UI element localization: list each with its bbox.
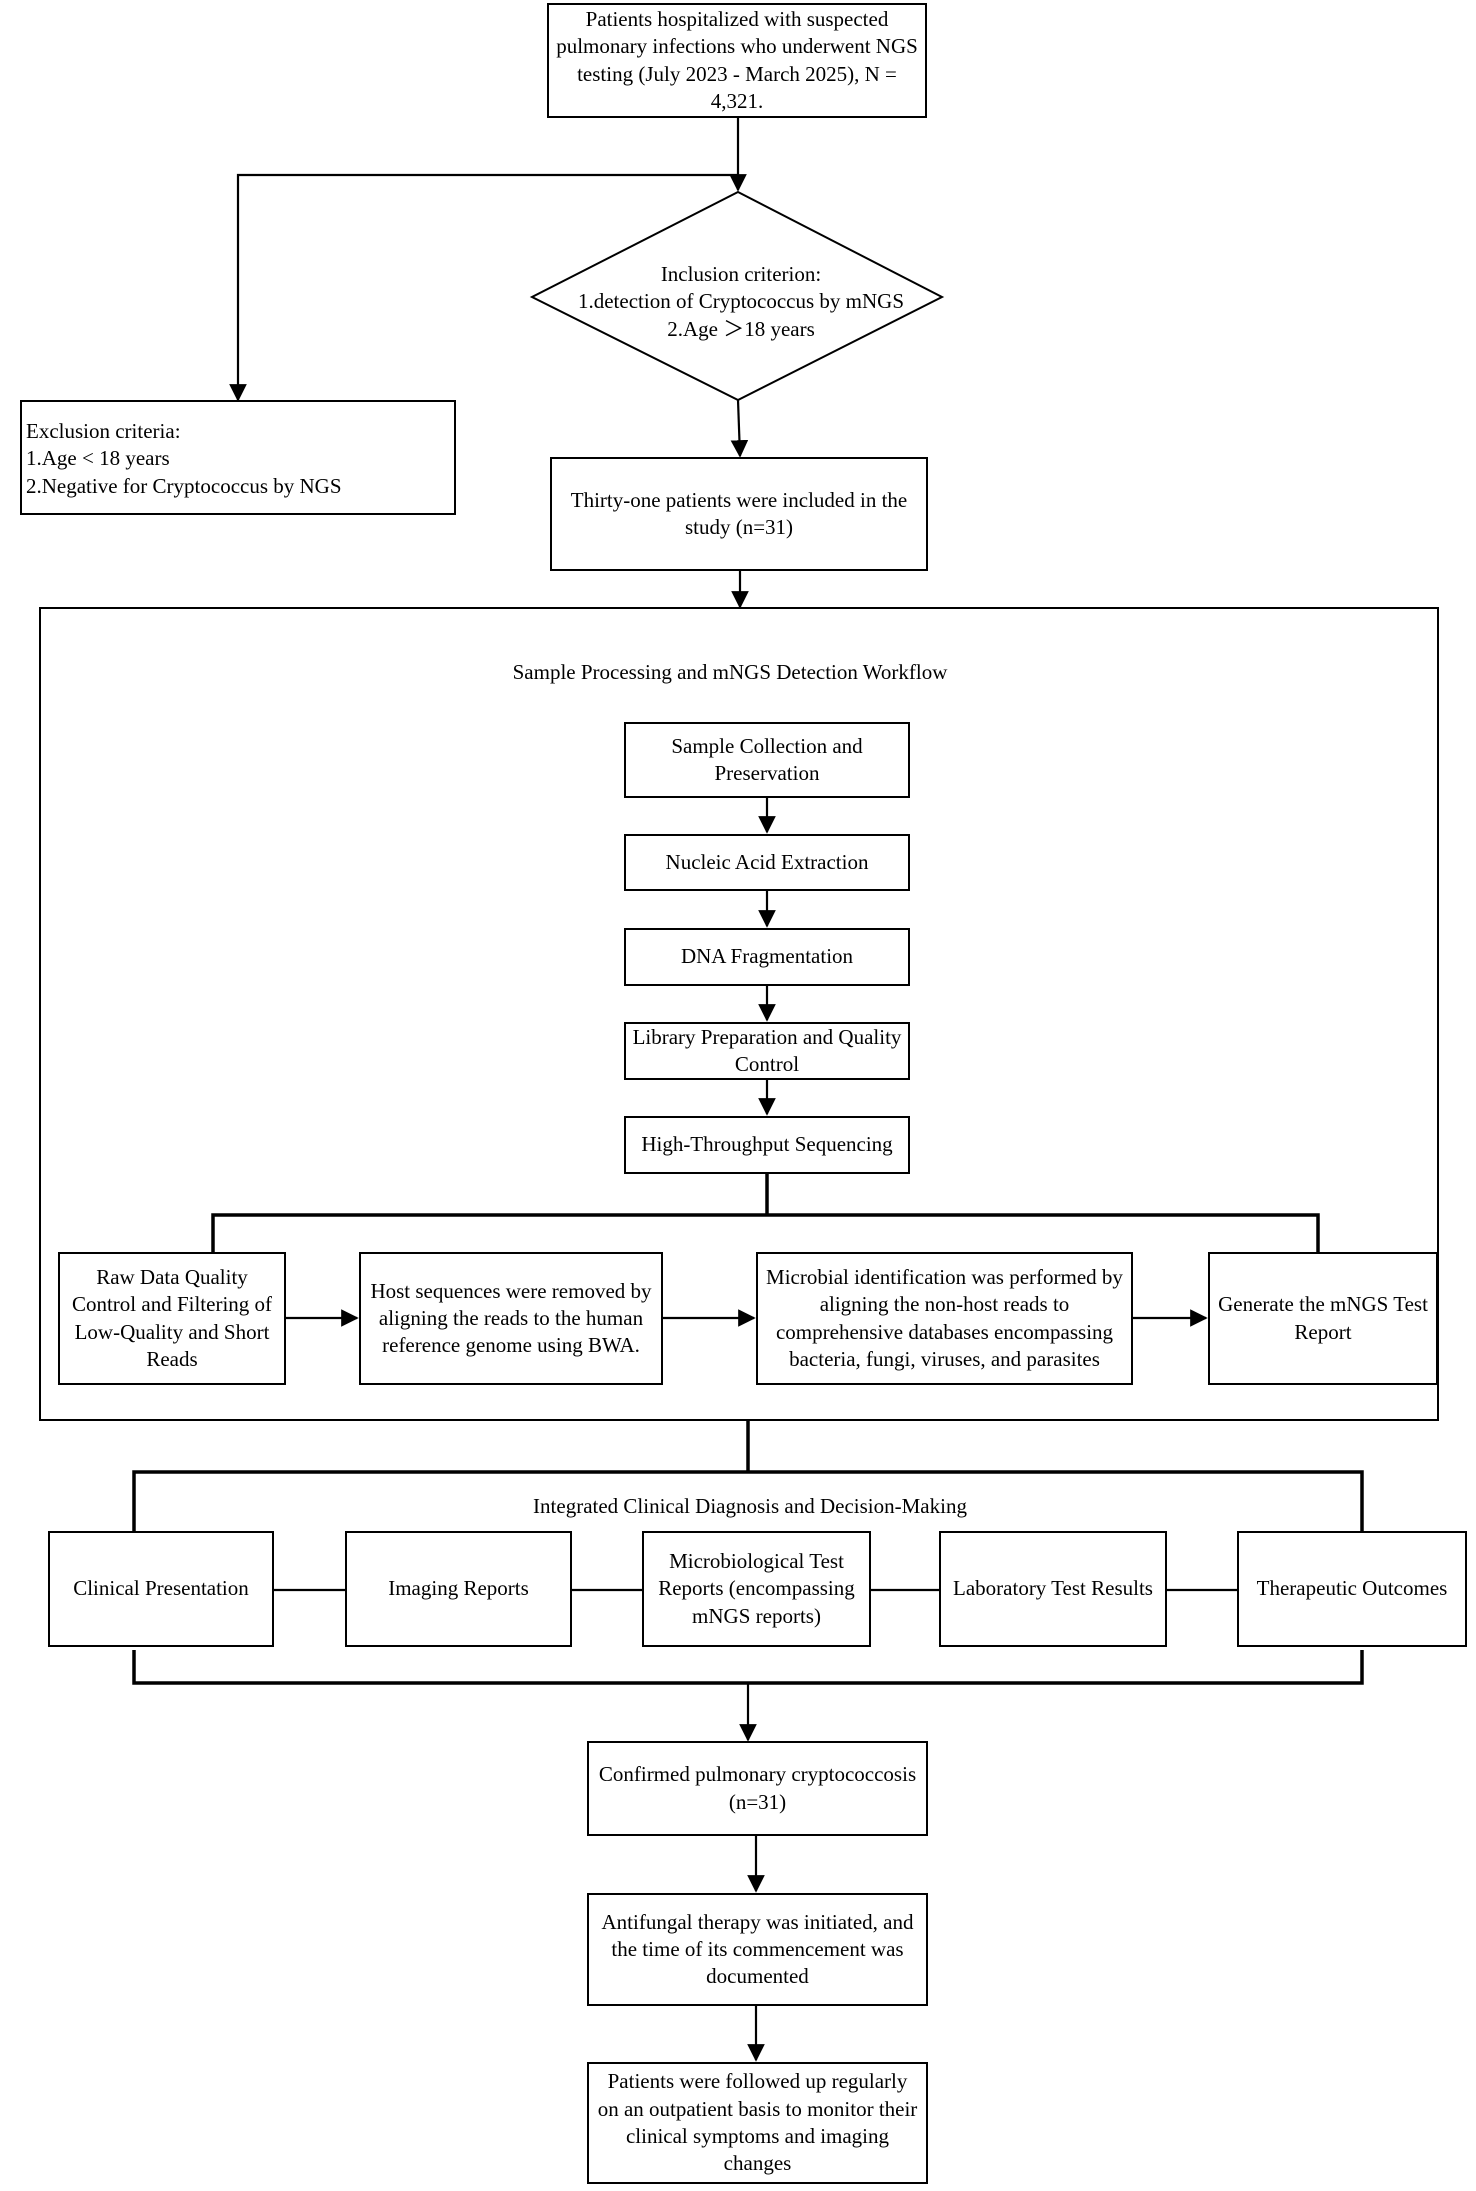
confirmed-text: Confirmed pulmonary cryptococcosis (n=31… bbox=[598, 1762, 917, 1814]
antifungal-box: Antifungal therapy was initiated, and th… bbox=[587, 1893, 928, 2006]
sequencing-text: High-Throughput Sequencing bbox=[641, 1132, 893, 1157]
inclusion-criterion-text: Inclusion criterion: 1.detection of Cryp… bbox=[577, 262, 905, 341]
exclusion-criteria-text: Exclusion criteria: 1.Age < 18 years 2.N… bbox=[26, 419, 342, 498]
dna-fragmentation-text: DNA Fragmentation bbox=[680, 944, 854, 969]
nucleic-acid-extraction-box: Nucleic Acid Extraction bbox=[624, 834, 910, 891]
microbial-identification-box: Microbial identification was performed b… bbox=[756, 1252, 1133, 1385]
antifungal-text: Antifungal therapy was initiated, and th… bbox=[601, 1909, 914, 1989]
microbiological-reports-box: Microbiological Test Reports (encompassi… bbox=[642, 1531, 871, 1647]
patients-hospitalized-box: Patients hospitalized with suspected pul… bbox=[547, 3, 927, 118]
imaging-reports-box: Imaging Reports bbox=[345, 1531, 572, 1647]
integrated-title: Integrated Clinical Diagnosis and Decisi… bbox=[533, 1494, 967, 1518]
sequencing-box: High-Throughput Sequencing bbox=[624, 1116, 910, 1174]
raw-data-qc-text: Raw Data Quality Control and Filtering o… bbox=[71, 1264, 273, 1371]
included-patients-text: Thirty-one patients were included in the… bbox=[570, 487, 908, 539]
therapeutic-outcomes-box: Therapeutic Outcomes bbox=[1237, 1531, 1467, 1647]
clinical-presentation-box: Clinical Presentation bbox=[48, 1531, 274, 1647]
workflow-title: Sample Processing and mNGS Detection Wor… bbox=[512, 660, 948, 684]
library-preparation-box: Library Preparation and Quality Control bbox=[624, 1022, 910, 1080]
raw-data-qc-box: Raw Data Quality Control and Filtering o… bbox=[58, 1252, 286, 1385]
laboratory-results-text: Laboratory Test Results bbox=[953, 1576, 1153, 1601]
clinical-presentation-text: Clinical Presentation bbox=[73, 1576, 249, 1601]
exclusion-criteria-box: Exclusion criteria: 1.Age < 18 years 2.N… bbox=[20, 400, 456, 515]
generate-report-box: Generate the mNGS Test Report bbox=[1208, 1252, 1438, 1385]
therapeutic-outcomes-text: Therapeutic Outcomes bbox=[1256, 1576, 1448, 1601]
host-removal-box: Host sequences were removed by aligning … bbox=[359, 1252, 663, 1385]
microbiological-reports-text: Microbiological Test Reports (encompassi… bbox=[658, 1549, 855, 1628]
host-removal-text: Host sequences were removed by aligning … bbox=[370, 1278, 652, 1358]
nucleic-acid-extraction-text: Nucleic Acid Extraction bbox=[665, 849, 869, 874]
imaging-reports-text: Imaging Reports bbox=[388, 1576, 529, 1601]
generate-report-text: Generate the mNGS Test Report bbox=[1218, 1292, 1428, 1344]
sample-collection-text: Sample Collection and Preservation bbox=[671, 733, 863, 785]
microbial-identification-text: Microbial identification was performed b… bbox=[766, 1264, 1123, 1371]
included-patients-box: Thirty-one patients were included in the… bbox=[550, 457, 928, 571]
dna-fragmentation-box: DNA Fragmentation bbox=[624, 928, 910, 986]
followup-box: Patients were followed up regularly on a… bbox=[587, 2062, 928, 2184]
patients-hospitalized-text: Patients hospitalized with suspected pul… bbox=[556, 6, 918, 113]
library-preparation-text: Library Preparation and Quality Control bbox=[632, 1024, 902, 1076]
sample-collection-box: Sample Collection and Preservation bbox=[624, 722, 910, 798]
confirmed-box: Confirmed pulmonary cryptococcosis (n=31… bbox=[587, 1741, 928, 1836]
inclusion-criterion-diamond: Inclusion criterion: 1.detection of Cryp… bbox=[531, 252, 951, 352]
laboratory-results-box: Laboratory Test Results bbox=[939, 1531, 1167, 1647]
followup-text: Patients were followed up regularly on a… bbox=[597, 2069, 918, 2176]
